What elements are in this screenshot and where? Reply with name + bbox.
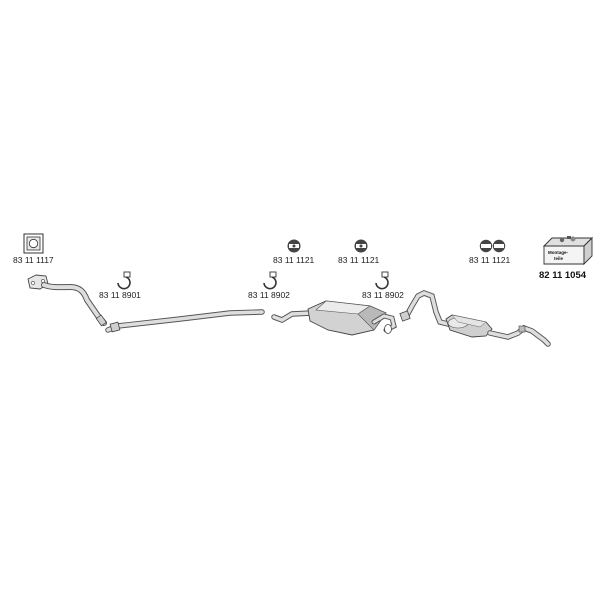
rear-muffler — [445, 314, 493, 338]
part-number-clamp-3: 83 11 8902 — [362, 290, 404, 300]
rear-pipe — [399, 290, 451, 327]
part-number-rubber-3: 83 11 1121 — [469, 255, 511, 265]
rubber-hanger-icon — [479, 239, 506, 253]
part-number-mounting-kit: 82 11 1054 — [539, 270, 587, 281]
intermediate-pipe — [105, 309, 265, 333]
middle-muffler-inlet-pipe — [271, 310, 315, 324]
gasket-icon — [23, 233, 44, 254]
part-number-gasket: 83 11 1117 — [13, 255, 54, 265]
part-number-rubber-1: 83 11 1121 — [273, 255, 315, 265]
part-number-clamp-2: 83 11 8902 — [248, 290, 290, 300]
rubber-hanger-icon — [354, 239, 368, 253]
part-number-clamp-1: 83 11 8901 — [99, 290, 141, 300]
part-number-rubber-2: 83 11 1121 — [338, 255, 380, 265]
front-pipe — [27, 274, 107, 327]
middle-muffler — [307, 300, 397, 336]
clamp-icon — [263, 271, 277, 290]
mounting-kit-icon: Montage- teile — [542, 236, 594, 266]
tail-pipe — [487, 324, 551, 347]
mounting-kit-box-label-1: Montage- — [548, 250, 568, 255]
clamp-icon — [375, 271, 389, 290]
mounting-kit-box-label-2: teile — [554, 256, 564, 261]
rubber-hanger-icon — [287, 239, 301, 253]
clamp-icon — [117, 271, 131, 290]
